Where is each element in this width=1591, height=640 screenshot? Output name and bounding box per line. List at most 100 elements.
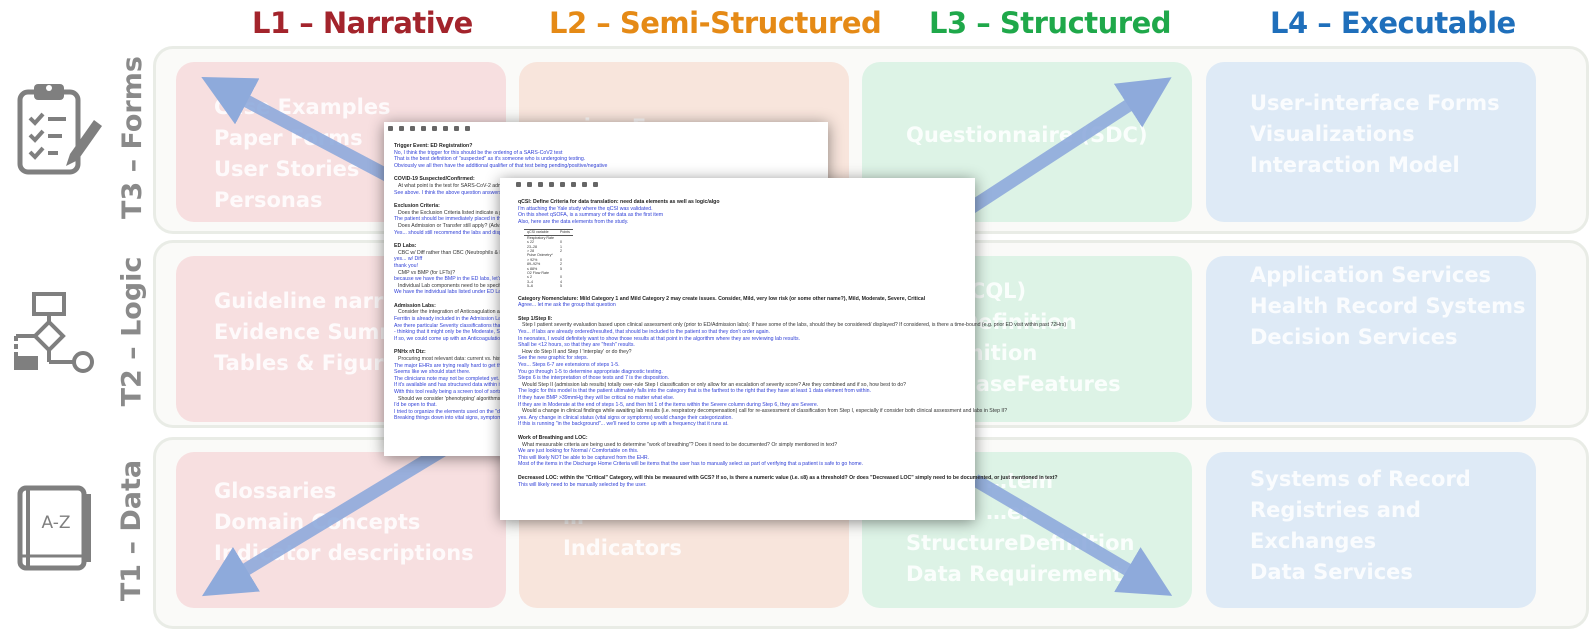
doc-text-line: CBC w/ Diff rather than CBC (Neutrophils…	[398, 249, 523, 256]
doc-text-line: The logic for this model is that the pat…	[518, 388, 871, 395]
cell-line: User Stories	[214, 157, 360, 181]
doc-text-line: We are just looking for Normal / Comfort…	[518, 448, 639, 455]
table-cell: 89–92%	[527, 262, 541, 267]
table-row: ≤ 88%5	[524, 267, 573, 271]
table-cell: 0	[559, 240, 562, 245]
doc-text-line: qCSI: Define Criteria for data translati…	[518, 199, 720, 205]
table-row: 23–28 1	[524, 245, 573, 249]
toolbar-icon	[388, 125, 393, 131]
column-l1-name: Narrative	[322, 6, 473, 40]
doc-text-line: Exclusion Criteria:	[394, 203, 440, 210]
doc-text-line: Trigger Event: ED Registration?	[394, 143, 473, 149]
cell-line: Health Record Systems	[1250, 294, 1526, 318]
cell-line: Personas	[214, 188, 323, 212]
column-header-l1: L1 – Narrative	[252, 6, 473, 40]
cell-line: Application Services	[1250, 263, 1492, 287]
table-cell: 1	[559, 244, 562, 249]
cell-line: Decision Services	[1250, 325, 1458, 349]
doc-text-line: Procuring most relevant data: current vs…	[398, 356, 521, 363]
doc-text-line: What measurable criteria are being used …	[522, 441, 838, 448]
doc-text-line: See the new graphic for steps.	[518, 355, 589, 362]
cell-t2-l4-text: Application Services Health Record Syste…	[1250, 260, 1525, 353]
doc-text-line: If they are in Moderate at the end of st…	[518, 401, 819, 408]
doc-text-line: If so, we could come up with an Anticoag…	[394, 335, 544, 342]
table-cell: 3–4	[527, 279, 533, 284]
toolbar-icon	[516, 181, 521, 187]
column-header-l4: L4 – Executable	[1270, 6, 1516, 40]
doc-text-line: Decreased LOC: within the "Critical" Cat…	[518, 474, 1058, 481]
document-screenshot-front: qCSI: Define Criteria for data translati…	[500, 178, 1067, 520]
cell-line: Visualizations	[1250, 122, 1415, 146]
table-cell: ≤ 2	[527, 275, 532, 280]
column-l4-name: Executable	[1340, 6, 1516, 40]
doc-text-line: Step 1/Step II:	[518, 315, 553, 322]
a-z-glossary-book-icon: A-Z	[17, 485, 91, 571]
doc-text-line: Should we consider 'phenotyping' algorit…	[398, 395, 519, 402]
column-l1-dash: –	[289, 6, 323, 40]
cell-line: Data Services	[1250, 560, 1413, 584]
column-header-l3: L3 – Structured	[929, 6, 1172, 40]
doc-text-line: The patient should be immediately placed…	[394, 216, 543, 223]
table-row: Respiratory Rate	[524, 235, 573, 240]
doc-text-line: With this tool really being a screen too…	[394, 389, 542, 395]
toolbar-icon	[538, 181, 543, 187]
doc-text-line: Shall be <12 hours, so that they are "fr…	[518, 342, 635, 349]
doc-text-line: On this sheet qSOFA, is a summary of the…	[518, 212, 664, 219]
doc-text-line: Step I patient severity evaluation based…	[522, 322, 1067, 329]
doc-text-line: Category Nomenclature: Mild Category 1 a…	[518, 295, 926, 302]
table-header-cell: Points	[556, 229, 573, 236]
table-cell: 4	[559, 279, 562, 284]
clipboard-checklist-icon	[17, 84, 102, 175]
column-l1-prefix: L1	[252, 6, 290, 40]
doc-text-line: No, I think the trigger for this should …	[394, 149, 563, 156]
cell-t3-l4: User-interface Forms Visualizations Inte…	[1206, 62, 1536, 222]
column-l2-name: Semi-Structured	[619, 6, 882, 40]
doc-text-line: Are there particular Severity classifica…	[394, 322, 542, 329]
doc-text-line: Does Admission or Transfer still apply? …	[398, 222, 522, 229]
doc-text-line: CMP vs BMP (for LFTs)?	[398, 269, 456, 276]
cell-line: Indicators	[563, 536, 682, 560]
doc-text-line: We have the individual labs listed under…	[394, 289, 542, 296]
doc-text-line: Most of the items in the Discharge Home …	[518, 461, 864, 468]
doc-back-body: Trigger Event: ED Registration?No, I thi…	[384, 134, 828, 424]
table-cell: 5	[559, 284, 562, 289]
column-l3-prefix: L3	[929, 6, 967, 40]
doc-text-line: If they have BMP >39mmHg they will be cr…	[518, 394, 675, 401]
doc-text-line: If it's available and has structured dat…	[394, 382, 543, 389]
cell-t1-l4: Systems of Record Registries and Exchang…	[1206, 452, 1536, 608]
table-cell: 2	[559, 249, 562, 253]
doc-text-line: PNHx r/t Dtz:	[394, 349, 426, 356]
doc-text-line: The clinicians note may not be completed…	[394, 375, 500, 382]
doc-text-line: I'm attaching the Yale study where the q…	[518, 205, 653, 212]
doc-toolbar	[384, 122, 828, 134]
table-cell: 23–28	[527, 244, 537, 249]
doc-text-line: yes. Any change in clinical status (vita…	[518, 414, 733, 421]
cell-t2-l4: Application Services Health Record Syste…	[1206, 256, 1536, 422]
toolbar-icon	[593, 181, 598, 187]
doc-text-line: This will likely need to be manually sel…	[518, 481, 647, 488]
doc-text-line: Obviously we all then have the additiona…	[394, 162, 608, 169]
cell-line: Interaction Model	[1250, 153, 1460, 177]
doc-text-line: The major EHRs are trying really hard to…	[394, 362, 544, 369]
flowchart-icon	[14, 292, 94, 373]
doc-text-line: Breaking things down into vital signs, s…	[394, 415, 528, 422]
cell-t1-l4-text: Systems of Record Registries and Exchang…	[1250, 464, 1471, 588]
toolbar-icon	[571, 181, 576, 187]
column-l3-dash: –	[966, 6, 1000, 40]
doc-text-line: Consider the integration of Anticoagulat…	[398, 309, 521, 316]
svg-text:A-Z: A-Z	[41, 513, 70, 533]
table-cell: 2	[559, 262, 562, 267]
doc-text-line: How do Step II and Step I 'interplay' or…	[522, 348, 632, 355]
cell-t1-l2-text: … Indicators	[563, 502, 682, 564]
table-row: 89–92% 2	[524, 262, 573, 266]
cell-t3-l4-text: User-interface Forms Visualizations Inte…	[1250, 88, 1500, 181]
column-l3-name: Structured	[999, 6, 1172, 40]
doc-text-line: If this is running "in the background"..…	[518, 421, 729, 428]
cell-line: Systems of Record	[1250, 467, 1471, 491]
table-header-cell: qCSI variable	[524, 229, 557, 236]
doc-text-line: Would Step II (admission lab results) to…	[522, 381, 906, 388]
table-row: > 92%0	[524, 258, 573, 262]
